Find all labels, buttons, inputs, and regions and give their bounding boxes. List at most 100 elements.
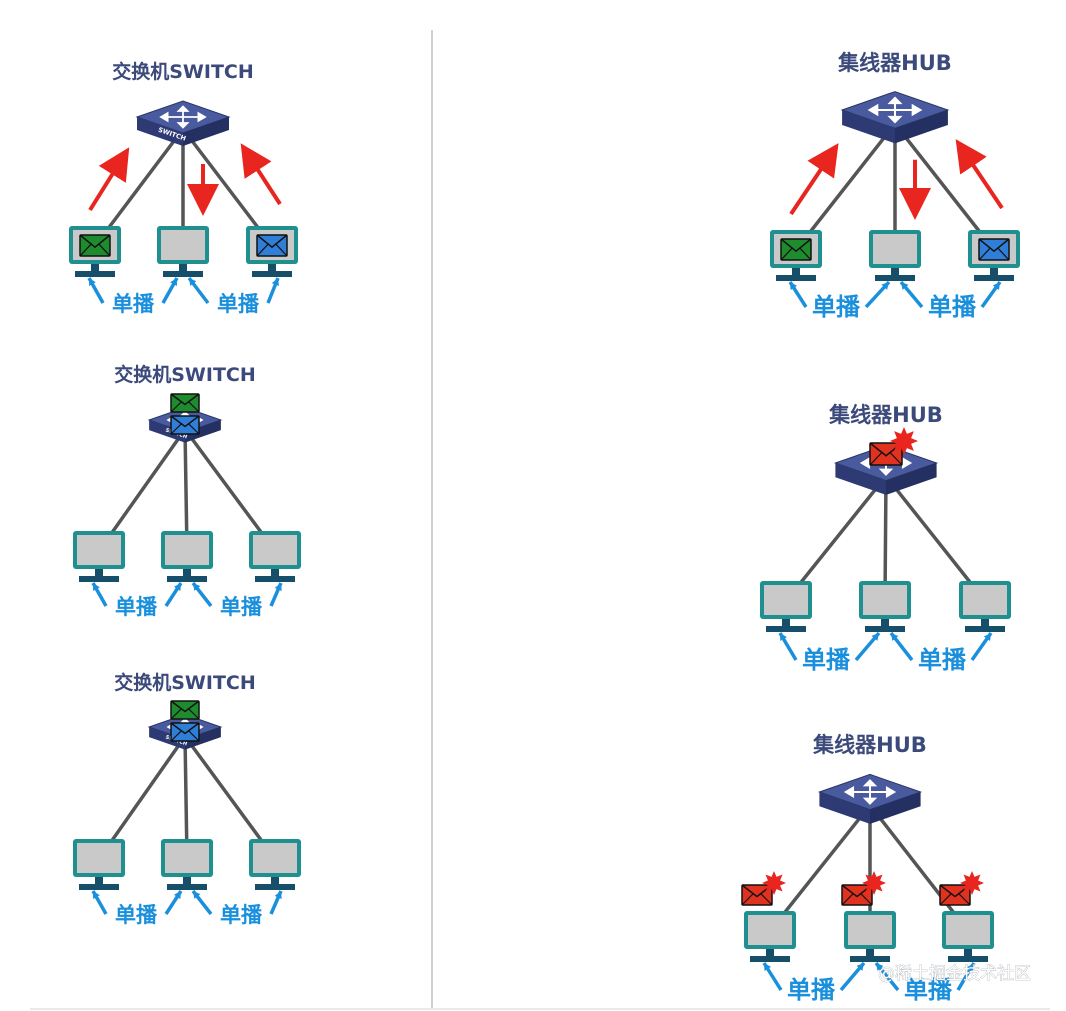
network-cable — [883, 476, 888, 602]
unicast-label: 单播 — [220, 903, 263, 927]
unicast-label: 单播 — [918, 646, 967, 674]
blue-envelope-icon — [978, 238, 1010, 261]
computer-monitor-icon — [161, 531, 213, 582]
network-cable — [868, 804, 970, 933]
blue-arrowhead — [274, 583, 282, 591]
hub-device-icon — [840, 91, 950, 144]
network-cable — [183, 428, 277, 553]
hub-panel-1: 集线器HUB 单播 单播 — [770, 51, 1020, 321]
computer-monitor-icon — [246, 226, 298, 277]
network-cable — [884, 475, 987, 603]
red-direction-arrow — [88, 147, 130, 212]
network-cable — [893, 122, 996, 252]
network-cable — [183, 429, 189, 552]
switch-title: 交换机SWITCH — [112, 60, 254, 83]
blue-arrowhead — [193, 891, 201, 899]
unicast-label: 单播 — [220, 595, 263, 619]
collision-burst-icon — [862, 871, 886, 895]
computer-monitor-icon — [869, 230, 921, 281]
blue-arrowhead — [891, 633, 899, 641]
computer-monitor-icon — [249, 839, 301, 890]
blue-arrowhead — [856, 963, 864, 971]
computer-monitor-icon — [73, 839, 125, 890]
computer-monitor-icon — [968, 230, 1020, 281]
computer-monitor-icon — [770, 230, 822, 281]
blue-arrowhead — [89, 278, 96, 286]
unicast-label: 单播 — [928, 293, 977, 321]
blue-arrowhead — [189, 278, 197, 286]
unicast-label: 单播 — [802, 646, 851, 674]
red-direction-arrow — [789, 143, 839, 216]
blue-arrowhead — [871, 633, 879, 641]
unicast-label: 单播 — [115, 595, 158, 619]
hub-title: 集线器HUB — [837, 51, 952, 75]
blue-arrowhead — [274, 891, 282, 899]
network-cable — [768, 804, 872, 933]
blue-arrowhead — [193, 583, 201, 591]
blue-arrowhead — [967, 963, 974, 971]
blue-arrowhead — [93, 583, 100, 591]
network-cable — [183, 735, 277, 861]
network-cable — [97, 428, 187, 553]
blue-envelope-icon — [256, 234, 288, 257]
blue-arrowhead — [93, 891, 100, 899]
watermark-text: @稀土掘金技术社区 — [878, 964, 1031, 984]
blue-envelope-icon — [170, 722, 200, 742]
switch-title: 交换机SWITCH — [114, 363, 256, 386]
blue-arrowhead — [173, 583, 181, 591]
network-cable — [784, 475, 888, 603]
unicast-label: 单播 — [787, 976, 836, 1004]
computer-monitor-icon — [161, 839, 213, 890]
unicast-label: 单播 — [112, 292, 155, 316]
blue-arrowhead — [764, 963, 771, 971]
red-envelope-icon — [869, 442, 903, 466]
blue-arrowhead — [170, 278, 177, 286]
network-cable — [97, 735, 187, 861]
hub-panel-2: 集线器HUB 单播 单播 — [760, 403, 1011, 674]
computer-monitor-icon — [942, 911, 994, 962]
computer-monitor-icon — [760, 581, 812, 632]
computer-monitor-icon — [249, 531, 301, 582]
blue-arrowhead — [780, 633, 787, 641]
red-direction-arrow — [240, 143, 282, 206]
hub-device-icon — [817, 773, 923, 824]
green-envelope-icon — [79, 234, 111, 257]
network-cable — [794, 122, 897, 252]
blue-arrowhead — [901, 282, 909, 290]
network-cable — [183, 736, 189, 860]
blue-envelope-icon — [170, 415, 200, 435]
hub-title: 集线器HUB — [828, 403, 943, 427]
collision-burst-icon — [960, 871, 984, 895]
green-envelope-icon — [170, 700, 200, 720]
computer-monitor-icon — [157, 226, 209, 277]
hub-panel-3: 集线器HUB 单播 单播 — [741, 733, 994, 1004]
computer-monitor-icon — [959, 581, 1011, 632]
blue-arrowhead — [881, 282, 889, 290]
blue-arrowhead — [992, 282, 1000, 290]
unicast-label: 单播 — [217, 292, 260, 316]
green-envelope-icon — [170, 393, 200, 413]
unicast-label: 单播 — [812, 293, 861, 321]
red-direction-arrow — [955, 139, 1004, 210]
blue-arrowhead — [876, 963, 884, 971]
hub-title: 集线器HUB — [812, 733, 927, 757]
blue-arrowhead — [271, 278, 279, 286]
computer-monitor-icon — [844, 911, 896, 962]
computer-monitor-icon — [744, 911, 796, 962]
blue-arrowhead — [173, 891, 181, 899]
switch-device-icon: SWITCH — [135, 100, 231, 146]
computer-monitor-icon — [69, 226, 121, 277]
switch-title: 交换机SWITCH — [114, 671, 256, 694]
unicast-label: 单播 — [904, 976, 953, 1004]
computer-monitor-icon — [73, 531, 125, 582]
collision-burst-icon — [762, 871, 786, 895]
blue-arrowhead — [983, 633, 991, 641]
unicast-label: 单播 — [115, 903, 158, 927]
switch-panel-1: 交换机SWITCH SWITCH 单播 单播 — [69, 60, 298, 316]
collision-burst-icon — [890, 427, 918, 455]
green-envelope-icon — [780, 238, 812, 261]
computer-monitor-icon — [859, 581, 911, 632]
